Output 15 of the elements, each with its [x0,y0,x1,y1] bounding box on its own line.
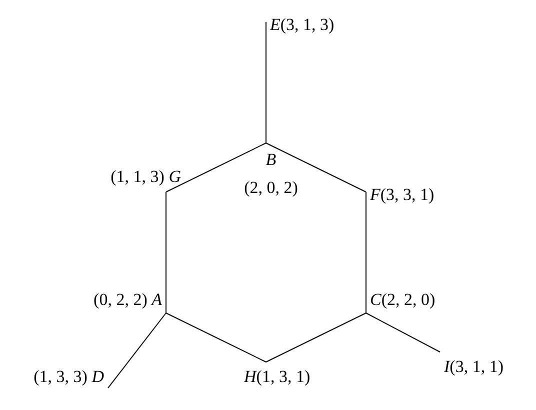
vertex-label: (1, 1, 3) G [70,166,185,192]
vertex-label: F(3, 3, 1) [366,180,476,206]
vertex-label: E(3, 1, 3) [266,10,376,34]
graph-edge [266,312,366,362]
graph-edge [166,142,266,192]
vertex-label: (0, 2, 2) A [40,289,166,313]
graph-edge [366,312,440,352]
vertex-label: (1, 3, 3) D [0,366,108,388]
vertex-label: C(2, 2, 0) [366,285,476,313]
graph-edge [166,312,266,362]
vertex-label: I(3, 1, 1) [440,352,535,392]
graph-edge [266,142,366,192]
graph-edge [108,312,166,388]
vertex-label: H(1, 3, 1) [240,362,350,390]
vertex-label: B (2, 0, 2) [231,143,311,199]
